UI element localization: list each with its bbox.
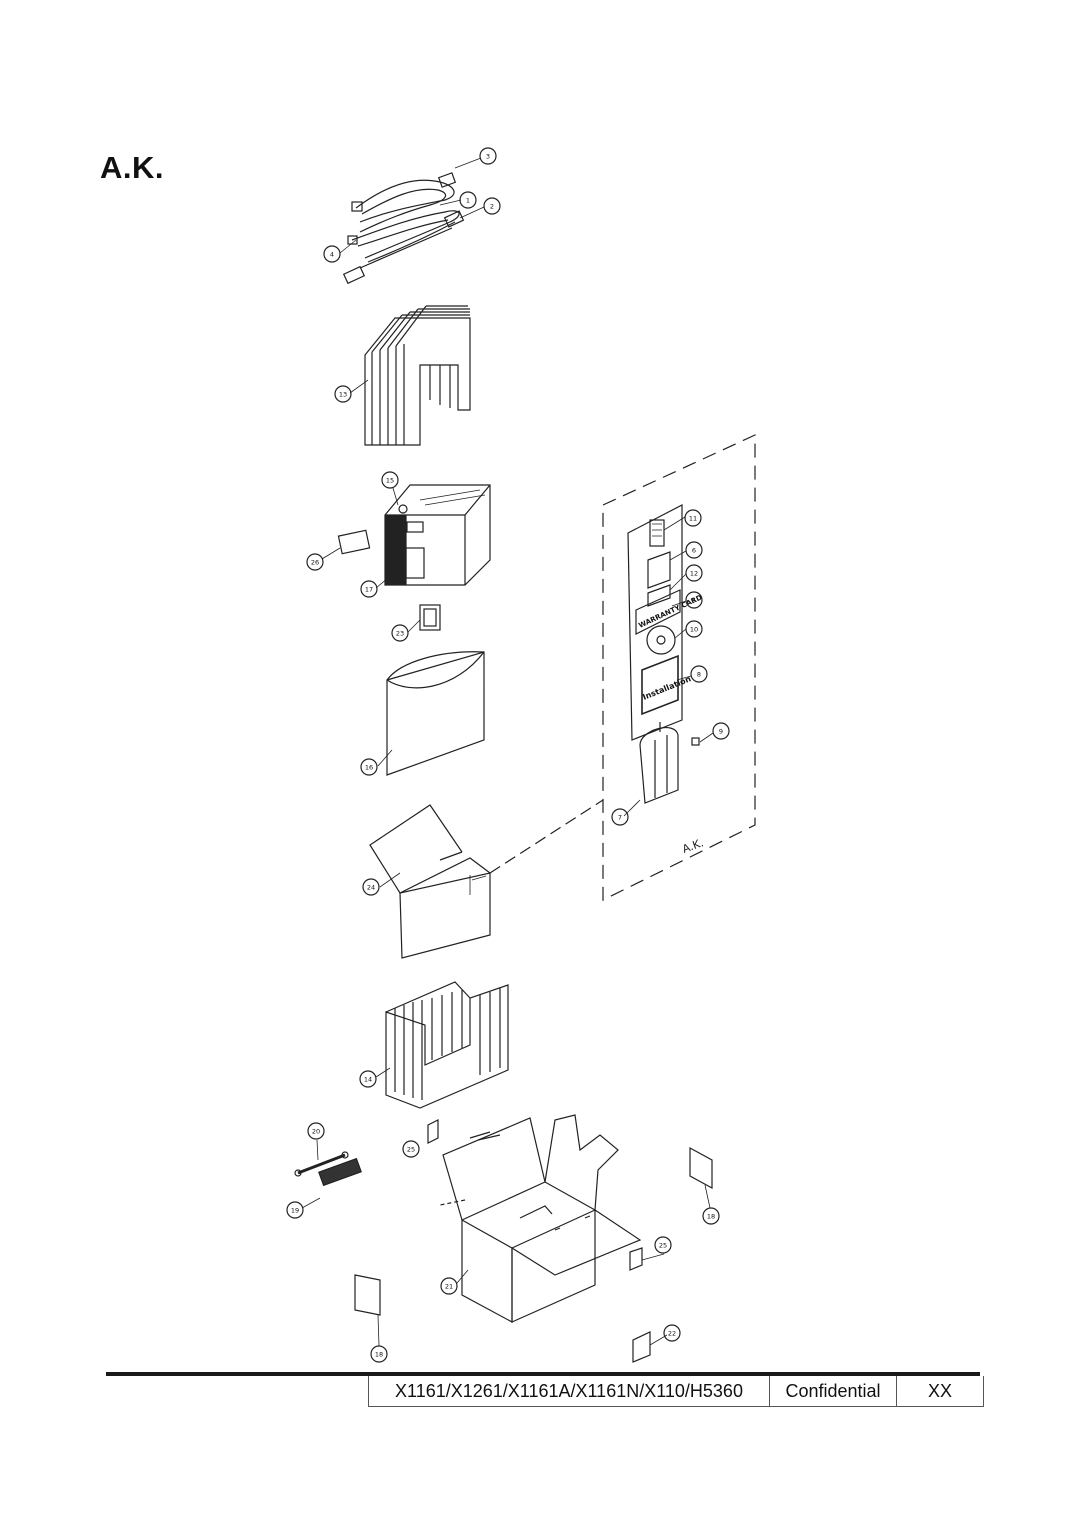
callout-16: 16 [360, 758, 378, 776]
label-18-left [354, 1274, 381, 1316]
label-23 [419, 604, 441, 631]
callout-9: 9 [712, 722, 730, 740]
accessory-packet-outline [602, 434, 756, 901]
callout-3: 3 [479, 147, 497, 165]
callout-10-text: 10 [690, 626, 698, 634]
callout-2-text: 2 [490, 203, 494, 211]
callout-4: 4 [323, 245, 341, 263]
page-title: A.K. [100, 150, 164, 185]
callout-25-top-text: 25 [407, 1146, 415, 1154]
leader-box-to-packet [489, 799, 604, 874]
label-card-26 [337, 529, 371, 555]
callout-13-text: 13 [339, 391, 347, 399]
callout-23-text: 23 [396, 630, 404, 638]
accessory-box-24 [369, 804, 491, 959]
footer-page-number: XX [927, 1380, 952, 1401]
callout-9-text: 9 [719, 728, 723, 736]
callout-22-text: 22 [668, 1330, 676, 1338]
callout-19: 19 [286, 1201, 304, 1219]
callout-7: 7 [611, 808, 629, 826]
callout-8-text: 8 [697, 671, 701, 679]
callout-26: 26 [306, 553, 324, 571]
dust-bag-16 [386, 651, 485, 776]
callout-7-text: 7 [618, 814, 622, 822]
shipping-carton-21 [439, 1114, 642, 1324]
label-25-top [427, 1119, 439, 1144]
footer-table: X1161/X1261/X1161A/X1161N/X110/H5360 Con… [368, 1376, 984, 1407]
callout-24: 24 [362, 878, 380, 896]
cable-set [342, 172, 465, 285]
callout-16-text: 16 [365, 764, 373, 772]
projector-unit [384, 484, 491, 586]
packet-label: A.K. [681, 836, 706, 856]
callout-14-text: 14 [364, 1076, 372, 1084]
packet-contents [627, 504, 700, 804]
callout-21: 21 [440, 1277, 458, 1295]
carry-handle [294, 1151, 362, 1187]
callout-5: 5 [685, 591, 703, 609]
callout-6: 6 [685, 541, 703, 559]
callout-leaders [301, 157, 714, 1347]
callout-1-text: 1 [466, 197, 470, 205]
callout-25-right: 25 [654, 1236, 672, 1254]
callout-20-text: 20 [312, 1128, 320, 1136]
callout-12-text: 12 [690, 570, 698, 578]
callout-6-text: 6 [692, 547, 696, 555]
callout-3-text: 3 [486, 153, 490, 161]
callout-5-text: 5 [692, 597, 696, 605]
callout-8: 8 [690, 665, 708, 683]
callout-1: 1 [459, 191, 477, 209]
callout-18-left: 18 [370, 1345, 388, 1363]
footer-confidential: Confidential [770, 1376, 897, 1406]
callout-25-top: 25 [402, 1140, 420, 1158]
callout-11: 11 [684, 509, 702, 527]
callout-21-text: 21 [445, 1283, 453, 1291]
callout-13: 13 [334, 385, 352, 403]
footer-model: X1161/X1261/X1161A/X1161N/X110/H5360 [369, 1376, 770, 1406]
callout-2: 2 [483, 197, 501, 215]
label-22 [632, 1331, 651, 1363]
label-18-right [689, 1146, 713, 1190]
callout-18-left-text: 18 [375, 1351, 383, 1359]
callout-26-text: 26 [311, 559, 319, 567]
callout-15-text: 15 [386, 477, 394, 485]
callout-4-text: 4 [330, 251, 334, 259]
callout-15: 15 [381, 471, 399, 489]
callout-17: 17 [360, 580, 378, 598]
packet-guide-text: Installation [641, 674, 692, 702]
foam-cushion-13 [364, 305, 471, 446]
callout-25-right-text: 25 [659, 1242, 667, 1250]
callout-23: 23 [391, 624, 409, 642]
foam-cushion-14 [385, 981, 509, 1109]
label-25-right [629, 1247, 643, 1271]
callout-24-text: 24 [367, 884, 375, 892]
callout-11-text: 11 [689, 515, 697, 523]
callout-10: 10 [685, 620, 703, 638]
callout-18-right: 18 [702, 1207, 720, 1225]
callout-18-right-text: 18 [707, 1213, 715, 1221]
callout-20: 20 [307, 1122, 325, 1140]
callout-22: 22 [663, 1324, 681, 1342]
callout-17-text: 17 [365, 586, 373, 594]
footer-rule [106, 1372, 980, 1376]
callout-14: 14 [359, 1070, 377, 1088]
callout-19-text: 19 [291, 1207, 299, 1215]
callout-12: 12 [685, 564, 703, 582]
